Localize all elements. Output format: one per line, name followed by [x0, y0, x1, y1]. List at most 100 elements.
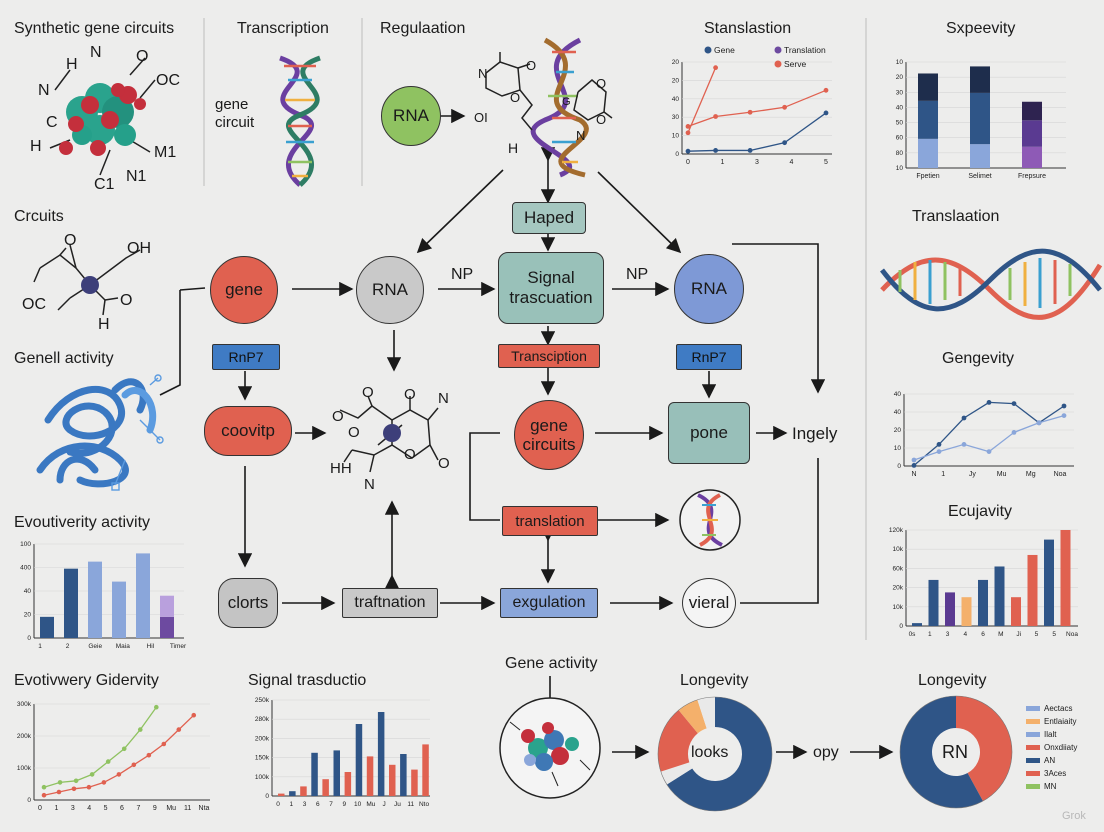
node-clorts[interactable]: clorts	[218, 578, 278, 628]
y-tick-label: 400	[20, 565, 31, 572]
legend-swatch	[774, 60, 782, 68]
donut-slice	[660, 761, 693, 785]
atom-label: O	[348, 424, 360, 441]
data-point	[1011, 401, 1017, 406]
atom-label: O	[438, 455, 450, 472]
title-gene-activity-left: Genell activity	[14, 350, 114, 367]
legend-swatch	[774, 46, 782, 54]
legend-label: Aectacs	[1044, 704, 1073, 713]
x-tick-label: 6	[316, 801, 320, 808]
bar	[333, 750, 340, 796]
data-point	[747, 109, 753, 115]
y-tick-label: 20	[896, 74, 904, 81]
data-point	[191, 712, 197, 718]
node-gene[interactable]: gene	[210, 256, 278, 324]
x-tick-label: 0	[276, 801, 280, 808]
y-tick-label: 30	[672, 114, 680, 121]
data-point	[71, 786, 77, 792]
x-tick-label: 11	[407, 801, 414, 808]
data-point	[1011, 430, 1017, 435]
title-signal-trasductio: Signal trasductio	[248, 672, 367, 689]
arrow	[740, 458, 819, 604]
legend-label: AN	[1044, 756, 1056, 765]
donut-label-rn: RN	[942, 742, 968, 762]
atom-label: H	[508, 140, 519, 156]
atom-label: C	[46, 114, 58, 131]
x-tick-label: Selimet	[968, 173, 991, 180]
atom-label: N	[364, 476, 375, 493]
x-tick-label: Nto	[419, 801, 430, 808]
bar	[289, 791, 296, 796]
x-tick-label: Geie	[88, 643, 102, 650]
bar-segment	[1022, 101, 1042, 121]
atom-label: OH	[127, 240, 151, 257]
x-tick-label: 4	[790, 159, 794, 166]
legend-item: 3Aces	[1026, 767, 1077, 780]
x-tick-label: 5	[1052, 631, 1056, 638]
y-tick-label: 20k	[893, 585, 904, 592]
y-tick-label: 10k	[893, 604, 904, 611]
x-tick-label: 11	[184, 805, 191, 812]
gene-circuit-caption: gene circuit	[215, 96, 255, 131]
atom-label: G	[562, 96, 571, 108]
legend-label: 3Aces	[1044, 769, 1067, 778]
x-tick-label: Maia	[116, 643, 130, 650]
legend-swatch	[1026, 784, 1040, 789]
data-point	[1061, 403, 1067, 409]
atom-label: N	[90, 44, 102, 61]
donut-outline	[899, 695, 1013, 809]
node-exgulation[interactable]: exgulation	[500, 588, 598, 618]
legend-label: Serve	[784, 59, 806, 69]
atom-label: O	[64, 232, 77, 249]
data-point	[747, 148, 753, 153]
node-translation[interactable]: translation	[502, 506, 598, 536]
series-line	[43, 706, 157, 788]
node-rna-blue[interactable]: RNA	[674, 254, 744, 324]
atom-label: O	[120, 292, 133, 309]
atom-label: H	[66, 56, 78, 73]
node-haped[interactable]: Haped	[512, 202, 586, 234]
x-tick-label: 0	[686, 159, 690, 166]
data-point	[57, 780, 63, 785]
legend-item: Aectacs	[1026, 702, 1077, 715]
legend-swatch	[1026, 758, 1040, 763]
x-tick-label: 2	[66, 643, 70, 650]
x-tick-label: Hil	[147, 643, 155, 650]
dna-helix-transcription	[279, 55, 321, 187]
y-tick-label: 0	[899, 623, 903, 630]
bar	[978, 579, 988, 626]
node-rna-green[interactable]: RNA	[381, 86, 441, 146]
bar-segment	[1022, 146, 1042, 168]
node-pone[interactable]: pone	[668, 402, 750, 464]
data-point	[961, 442, 967, 447]
atom-label: HH	[330, 460, 352, 477]
node-coovitp[interactable]: coovitp	[204, 406, 292, 456]
atom-label: O	[332, 408, 344, 425]
bar	[278, 793, 285, 796]
series-line	[43, 714, 195, 796]
chart-donut-rn	[899, 695, 1013, 809]
x-tick-label: 1	[289, 801, 293, 808]
bar	[928, 579, 939, 626]
x-tick-label: N	[911, 471, 916, 478]
data-point	[986, 400, 992, 405]
node-rna-grey[interactable]: RNA	[356, 256, 424, 324]
x-tick-label: Mu	[166, 805, 176, 812]
atom-label: H	[98, 316, 110, 333]
y-tick-label: 10	[894, 445, 902, 452]
atom-label: M1	[154, 144, 177, 161]
node-label: traftnation	[354, 594, 426, 611]
title-stanslastion: Stanslastion	[704, 20, 792, 37]
node-traftnation[interactable]: traftnation	[342, 588, 438, 618]
node-vieral[interactable]: vieral	[682, 578, 736, 628]
atom-label: O	[362, 384, 374, 401]
node-signal-transduction[interactable]: Signal trascuation	[498, 252, 604, 324]
x-tick-label: 3	[71, 805, 75, 812]
node-gene-circuits[interactable]: gene circuits	[514, 400, 584, 470]
